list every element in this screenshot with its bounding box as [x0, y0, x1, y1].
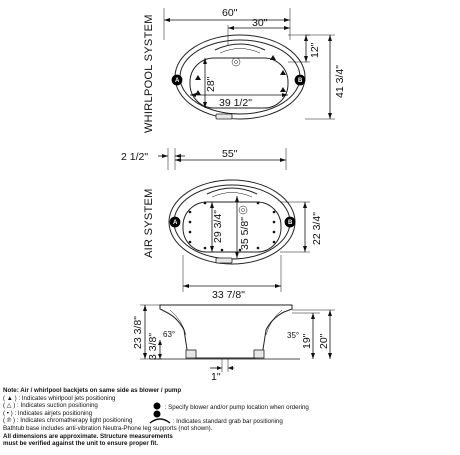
- dim-20: 20": [318, 333, 330, 349]
- dim-35-degree: 35°: [287, 331, 299, 340]
- dim-33-7-8: 33 7/8": [212, 289, 245, 301]
- note-spec-row: : Specify blower and/or pump location wh…: [153, 402, 309, 412]
- note-spec-text: : Specify blower and/or pump location wh…: [164, 404, 309, 411]
- note-approx-2: must be verified against the unit to ens…: [3, 440, 159, 448]
- whirlpool-top-view: [163, 8, 335, 120]
- dim-35-5-8: 35 5/8": [239, 217, 251, 250]
- dim-41-3-4: 41 3/4": [334, 65, 346, 98]
- dim-22-3-4: 22 3/4": [311, 212, 323, 245]
- grab-bar-icon: [149, 418, 171, 424]
- badge-a-middle: A: [173, 220, 178, 226]
- dim-39-1-2: 39 1/2": [219, 97, 252, 109]
- badge-b-top: B: [298, 78, 303, 84]
- dim-30: 30": [252, 17, 268, 29]
- dim-28: 28": [205, 76, 217, 92]
- badge-b-icon: [153, 410, 161, 418]
- dim-63-degree: 63°: [163, 330, 175, 339]
- whirlpool-system-label: WHIRLPOOL SYSTEM: [143, 14, 155, 133]
- note-title: Note: Air / whirlpool backjets on same s…: [3, 387, 182, 394]
- dim-60: 60": [222, 7, 238, 19]
- badge-a-icon: [153, 402, 161, 410]
- note-chromatherapy: ( ℗ ) : Indicates chromatherapy light po…: [3, 417, 133, 425]
- note-approx-1: All dimensions are approximate. Structur…: [3, 432, 173, 440]
- dim-1: 1": [211, 371, 221, 383]
- side-view: [140, 304, 335, 372]
- tub-dimension-drawing: WHIRLPOOL SYSTEM AIR SYSTEM A B A B 60" …: [121, 7, 346, 383]
- note-legs: Bathtub base includes anti-vibration Neu…: [3, 424, 213, 432]
- air-system-label: AIR SYSTEM: [143, 188, 155, 258]
- note-grab-row: : Indicates standard grab bar positionin…: [149, 417, 283, 426]
- notes-block: Note: Air / whirlpool backjets on same s…: [3, 387, 457, 448]
- note-whirlpool-jets: ( ▲ ) : Indicates whirlpool jets positio…: [3, 394, 116, 402]
- badge-a-top: A: [175, 78, 180, 84]
- badge-b-middle: B: [288, 220, 293, 226]
- dim-23-3-8: 23 3/8": [132, 316, 144, 349]
- note-badge-b-row: [153, 410, 163, 420]
- air-top-view: [158, 148, 310, 292]
- note-airjets: ( • ) : Indicates airjets positioning: [3, 409, 93, 417]
- dim-2-1-2: 2 1/2": [121, 151, 148, 163]
- dim-29-3-4: 29 3/4": [212, 210, 224, 243]
- dim-19: 19": [301, 333, 313, 349]
- dim-12: 12": [309, 42, 321, 58]
- dim-55: 55": [222, 148, 238, 160]
- note-grab-text: : Indicates standard grab bar positionin…: [172, 418, 283, 425]
- dim-3-3-8: 3 3/8": [147, 333, 159, 360]
- note-suction: ( △ ) : Indicates suction positioning: [3, 402, 98, 410]
